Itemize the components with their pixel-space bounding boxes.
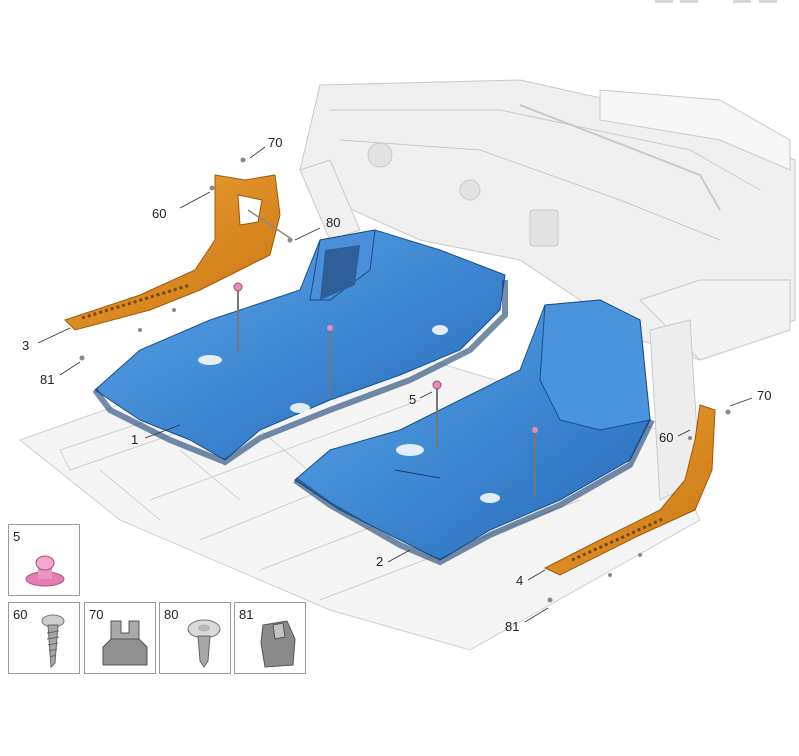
callout-5-center: 5 — [409, 392, 417, 407]
legend-item-60: 60 — [8, 602, 80, 674]
body-structure — [299, 79, 796, 501]
push-rivet-icon — [187, 619, 221, 668]
front-left-carpet — [92, 229, 508, 466]
callout-4: 4 — [516, 573, 524, 588]
legend-item-5: 5 — [8, 524, 80, 596]
toolbar-mark — [655, 0, 673, 3]
legend-number: 81 — [239, 607, 254, 622]
legend-number: 5 — [13, 529, 21, 544]
callout-60-left: 60 — [152, 206, 167, 221]
legend-number: 80 — [164, 607, 179, 622]
callout-70-right: 70 — [757, 388, 772, 403]
callout-70-left: 70 — [268, 135, 283, 150]
legend-item-80: 80 — [159, 602, 231, 674]
legend-item-70: 70 — [84, 602, 156, 674]
callout-60-right: 60 — [659, 430, 674, 445]
toolbar-mark — [759, 0, 777, 3]
callout-1: 1 — [131, 432, 139, 447]
toolbar-mark — [680, 0, 698, 3]
legend-number: 60 — [13, 607, 28, 622]
legend-item-81: 81 — [234, 602, 306, 674]
callout-81-left: 81 — [40, 372, 55, 387]
legend-number: 70 — [89, 607, 104, 622]
leader-lines — [37, 146, 753, 623]
screw-icon — [41, 614, 65, 669]
clip-nut-icon — [102, 620, 148, 666]
callout-81-right: 81 — [505, 619, 520, 634]
pink-clip-icon — [25, 555, 65, 587]
callout-2: 2 — [376, 554, 384, 569]
right-sill-trim — [543, 404, 716, 576]
fasteners — [79, 157, 731, 603]
front-right-carpet — [293, 299, 655, 566]
retainer-clip-icon — [260, 620, 296, 668]
left-sill-trim — [64, 174, 281, 331]
callout-80: 80 — [326, 215, 341, 230]
carpet-clips — [233, 282, 538, 495]
callout-3: 3 — [22, 338, 30, 353]
toolbar-mark — [733, 0, 751, 3]
